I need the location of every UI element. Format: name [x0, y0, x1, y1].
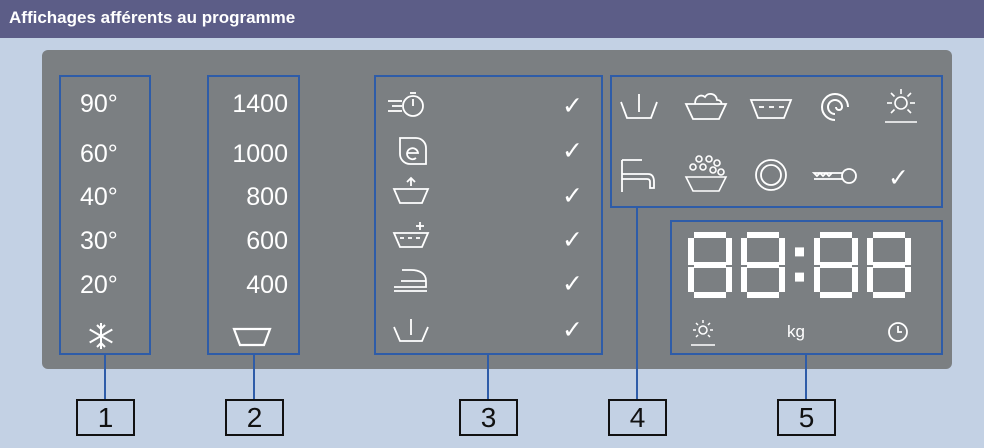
display-segment — [779, 238, 785, 265]
display-segment — [747, 292, 779, 298]
display-segment — [873, 232, 905, 238]
speed-1000[interactable]: 1000 — [232, 140, 288, 168]
wash-tub-icon — [683, 88, 729, 122]
rinse-hold-tub-icon[interactable] — [230, 325, 274, 349]
display-segment — [741, 238, 747, 265]
display-segment — [905, 238, 911, 265]
display-segment — [873, 292, 905, 298]
temperature-40[interactable]: 40° — [80, 183, 118, 211]
drum-icon — [753, 157, 789, 193]
status-check-mark: ✓ — [888, 164, 909, 192]
status-box — [610, 75, 943, 208]
display-segment — [747, 232, 779, 238]
display-segment — [688, 238, 694, 265]
options-box — [374, 75, 603, 355]
display-segment — [820, 292, 852, 298]
connector-line-3 — [487, 355, 489, 400]
display-segment — [867, 238, 873, 265]
display-segment — [873, 262, 905, 268]
display-segment — [905, 267, 911, 292]
connector-line-5 — [805, 355, 807, 400]
sun-dry-icon — [881, 86, 921, 126]
display-segment — [694, 292, 726, 298]
header-title: Affichages afférents au programme — [9, 8, 296, 27]
display-colon-dot — [795, 247, 804, 257]
display-segment — [779, 267, 785, 292]
callout-1-number: 1 — [97, 402, 114, 433]
temperature-60[interactable]: 60° — [80, 140, 118, 168]
rinse-tub-icon — [748, 92, 794, 122]
display-segment — [741, 267, 747, 292]
temperature-20[interactable]: 20° — [80, 271, 118, 299]
display-segment — [814, 267, 820, 292]
sun-dry-small-icon — [689, 318, 717, 348]
speed-600[interactable]: 600 — [246, 227, 288, 255]
callout-3: 3 — [459, 399, 518, 436]
display-segment — [814, 238, 820, 265]
display-segment — [694, 232, 726, 238]
basin-drain-icon — [618, 90, 660, 122]
speed-wash-icon[interactable] — [386, 91, 430, 119]
display-segment — [867, 267, 873, 292]
eco-icon[interactable] — [396, 134, 430, 168]
connector-line-1 — [104, 355, 106, 400]
prewash-up-icon[interactable] — [391, 175, 431, 205]
option-check-iron[interactable]: ✓ — [562, 270, 583, 298]
option-check-eco[interactable]: ✓ — [562, 137, 583, 165]
display-colon-dot — [795, 272, 804, 282]
option-check-drain[interactable]: ✓ — [562, 316, 583, 344]
clock-icon — [886, 320, 910, 344]
weight-label: kg — [787, 322, 805, 341]
basin-drain-icon[interactable] — [391, 315, 431, 345]
callout-3-number: 3 — [480, 402, 497, 433]
display-segment — [726, 238, 732, 265]
speed-1400[interactable]: 1400 — [232, 90, 288, 118]
foam-icon — [683, 153, 729, 193]
speed-400[interactable]: 400 — [246, 271, 288, 299]
header-bar: Affichages afférents au programme — [0, 0, 984, 38]
key-icon — [811, 166, 859, 186]
temperature-box — [59, 75, 151, 355]
callout-2-number: 2 — [246, 402, 263, 433]
display-segment — [820, 262, 852, 268]
option-check-speed[interactable]: ✓ — [562, 92, 583, 120]
display-segment — [820, 232, 852, 238]
option-check-rinse[interactable]: ✓ — [562, 226, 583, 254]
callout-4-number: 4 — [629, 402, 646, 433]
connector-line-4 — [636, 208, 638, 400]
callout-5: 5 — [777, 399, 836, 436]
option-check-prewash[interactable]: ✓ — [562, 182, 583, 210]
spin-icon — [818, 90, 852, 124]
temperature-30[interactable]: 30° — [80, 227, 118, 255]
digital-display-box — [670, 220, 943, 355]
display-segment — [688, 267, 694, 292]
display-segment — [694, 262, 726, 268]
display-segment — [852, 267, 858, 292]
display-segment — [852, 238, 858, 265]
extra-rinse-icon[interactable] — [391, 219, 433, 249]
display-segment — [747, 262, 779, 268]
speed-box — [207, 75, 300, 355]
tap-icon — [618, 156, 660, 196]
easy-iron-icon[interactable] — [391, 265, 431, 293]
snowflake-icon[interactable] — [86, 321, 116, 351]
display-segment — [726, 267, 732, 292]
callout-2: 2 — [225, 399, 284, 436]
callout-1: 1 — [76, 399, 135, 436]
callout-4: 4 — [608, 399, 667, 436]
speed-800[interactable]: 800 — [246, 183, 288, 211]
seven-segment-display — [688, 232, 911, 298]
control-panel — [42, 50, 952, 369]
temperature-90[interactable]: 90° — [80, 90, 118, 118]
connector-line-2 — [253, 355, 255, 400]
callout-5-number: 5 — [798, 402, 815, 433]
